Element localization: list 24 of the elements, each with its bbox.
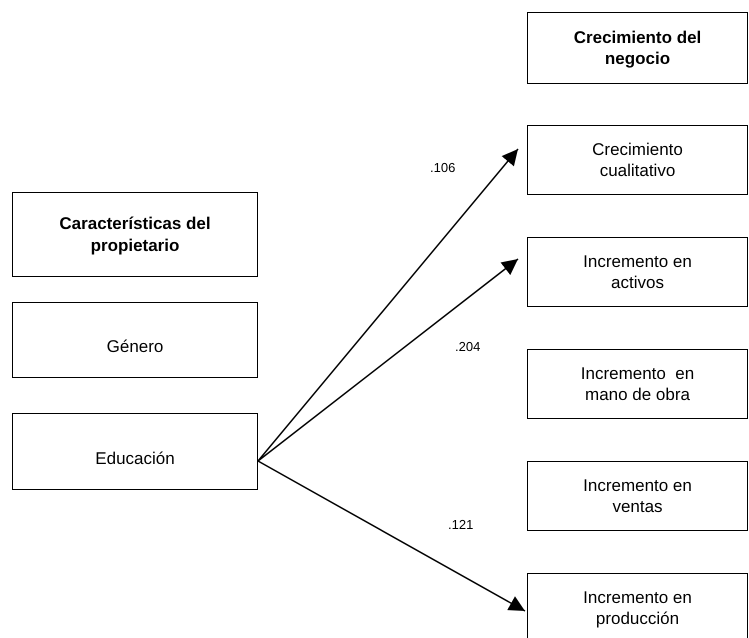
variable-box	[527, 461, 748, 531]
header-box	[12, 192, 258, 277]
variable-box	[527, 237, 748, 307]
box-text: Incremento en activos	[582, 250, 693, 294]
arrow	[257, 148, 519, 462]
edge-label: .106	[430, 160, 456, 175]
variable-box	[527, 349, 748, 419]
variable-box	[527, 125, 748, 195]
box-text: Incremento en ventas	[582, 474, 693, 518]
variable-box	[12, 413, 258, 490]
box-text: Incremento en mano de obra	[580, 362, 696, 406]
box-text: Crecimiento cualitativo	[591, 138, 684, 182]
header-text: Crecimiento del negocio	[572, 26, 702, 70]
header-text: Características del propietario	[58, 213, 212, 256]
variable-box	[527, 573, 748, 638]
edge-label: .204	[455, 339, 480, 354]
edge-label: .121	[448, 517, 474, 532]
box-text: Incremento en producción	[582, 586, 693, 630]
box-text: Género	[106, 336, 164, 358]
arrow	[258, 258, 518, 462]
box-text: Educación	[95, 448, 175, 470]
arrow	[258, 460, 526, 612]
variable-box	[12, 302, 258, 378]
header-box	[527, 12, 748, 84]
